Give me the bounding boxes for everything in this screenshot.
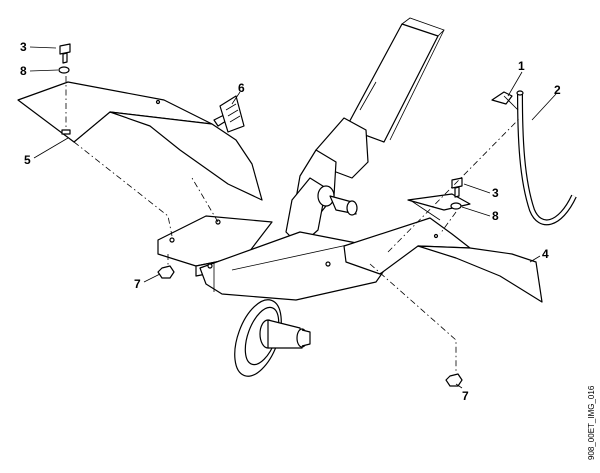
nut-left [157, 265, 175, 279]
spring-clip [491, 91, 519, 111]
callout-5: 5 [24, 153, 31, 167]
cutting-blade [234, 299, 311, 377]
callout-8-right: 8 [492, 209, 499, 223]
gear-housing [285, 117, 369, 247]
frame-base [157, 215, 391, 301]
callout-3-left: 3 [20, 40, 27, 54]
screw-left [59, 43, 71, 64]
callout-1: 1 [518, 59, 525, 73]
screw-right [451, 177, 463, 198]
decal [219, 95, 245, 133]
hanger-rod [516, 90, 577, 226]
nut-right [445, 373, 463, 387]
right-guard [343, 193, 543, 303]
callout-3-right: 3 [492, 186, 499, 200]
callout-4: 4 [542, 247, 549, 261]
leader-lines [29, 46, 557, 389]
callout-6: 6 [238, 81, 245, 95]
assembly-lines [65, 76, 521, 372]
drawing-code: 908_00ET_IMG_016 [587, 385, 596, 460]
handle-shaft [345, 17, 445, 143]
callout-8-left: 8 [20, 64, 27, 78]
washer-right [450, 202, 462, 210]
callout-7-right: 7 [462, 389, 469, 403]
left-guard [17, 81, 263, 201]
callout-7-left: 7 [134, 277, 141, 291]
washer-left [58, 66, 70, 74]
callout-2: 2 [554, 83, 561, 97]
